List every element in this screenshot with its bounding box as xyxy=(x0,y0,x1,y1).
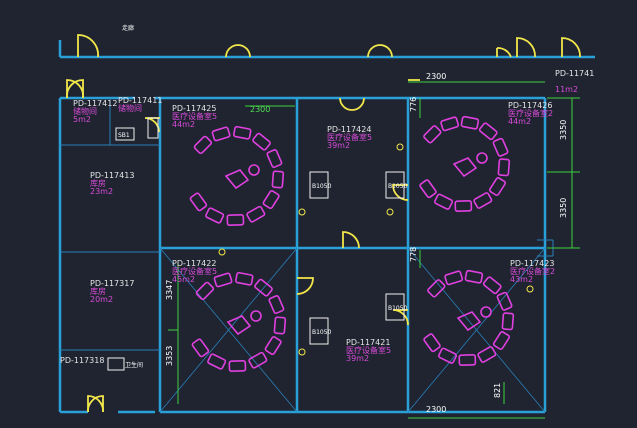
room-label-area: 44m2 xyxy=(172,120,195,129)
room-label-id: PD-11741 xyxy=(555,69,594,78)
dim-small-a: 776 xyxy=(409,97,418,112)
room-label-id: PD-117411 xyxy=(118,96,162,105)
equipment-ring xyxy=(423,269,515,366)
room-label-id: PD-117426 xyxy=(508,101,552,110)
room-label-id: PD-117318 xyxy=(60,356,104,365)
room-label-id: PD-117413 xyxy=(90,171,134,180)
room-label-area: 5m2 xyxy=(73,115,91,124)
corridor-label: 走廊 xyxy=(122,24,134,32)
room-label-area: 20m2 xyxy=(90,295,113,304)
dim-small-c: 821 xyxy=(493,383,502,398)
room-label-area: 39m2 xyxy=(327,141,350,150)
room-label-name: 储物间 xyxy=(73,106,97,116)
equipment-ring xyxy=(189,125,285,226)
room-label-id: PD-117424 xyxy=(327,125,371,134)
room-label-id: PD-117421 xyxy=(346,338,390,347)
room-label-name: 医疗设备室5 xyxy=(172,266,217,276)
room-label-name: 库房 xyxy=(90,286,106,296)
diagonal-shafts xyxy=(159,247,546,413)
room-label-area: 39m2 xyxy=(346,354,369,363)
room-label-id: PD-117425 xyxy=(172,104,216,113)
room-label-area: 23m2 xyxy=(90,187,113,196)
dim-small-b: 778 xyxy=(409,247,418,262)
equipment-ring xyxy=(191,271,287,372)
dim-left-b: 3353 xyxy=(165,346,174,366)
room-label-name: 医疗设备室2 xyxy=(508,108,553,118)
room-label-id: PD-117317 xyxy=(90,279,134,288)
room-label-area: 45m2 xyxy=(172,275,195,284)
room-label-id: PD-117423 xyxy=(510,259,554,268)
dim-side-b: 3350 xyxy=(559,198,568,218)
room-label-id: PD-117422 xyxy=(172,259,216,268)
corridor-doors xyxy=(77,34,581,58)
dimension-lines xyxy=(168,81,580,419)
room-label-name: 库房 xyxy=(90,178,106,188)
equip-b1: B1050 xyxy=(312,183,332,190)
dim-bottom-right: 2300 xyxy=(426,405,446,414)
interior-doors xyxy=(66,79,420,413)
dim-top-middle: 2300 xyxy=(250,105,270,114)
equipment-boxes xyxy=(107,117,405,371)
equip-b2: B1050 xyxy=(388,183,408,190)
equip-b3: B1050 xyxy=(312,329,332,336)
room-label-name: 医疗设备室5 xyxy=(327,132,372,142)
corridor-top-wall xyxy=(58,40,595,59)
equipment-rings xyxy=(189,115,515,372)
dim-left-a: 3347 xyxy=(165,280,174,300)
room-label-name: 医疗设备室2 xyxy=(510,266,555,276)
equip-b4: B1050 xyxy=(388,305,408,312)
dim-top-right: 2300 xyxy=(426,72,446,81)
room-label-area: 43m2 xyxy=(510,275,533,284)
corner-label: 卫生间 xyxy=(125,361,143,369)
equipment-ring xyxy=(419,115,511,212)
room-label-area: 11m2 xyxy=(555,85,578,94)
dim-side-a: 3350 xyxy=(559,120,568,140)
walls xyxy=(58,96,554,414)
room-label-name: 医疗设备室5 xyxy=(346,345,391,355)
room-label-name: 医疗设备室5 xyxy=(172,111,217,121)
room-label-area: 44m2 xyxy=(508,117,531,126)
room-label-name: 储物间 xyxy=(118,103,142,113)
room-label-id: PD-117412 xyxy=(73,99,117,108)
markers xyxy=(218,143,534,356)
equip-sb1: SB1 xyxy=(118,132,130,139)
